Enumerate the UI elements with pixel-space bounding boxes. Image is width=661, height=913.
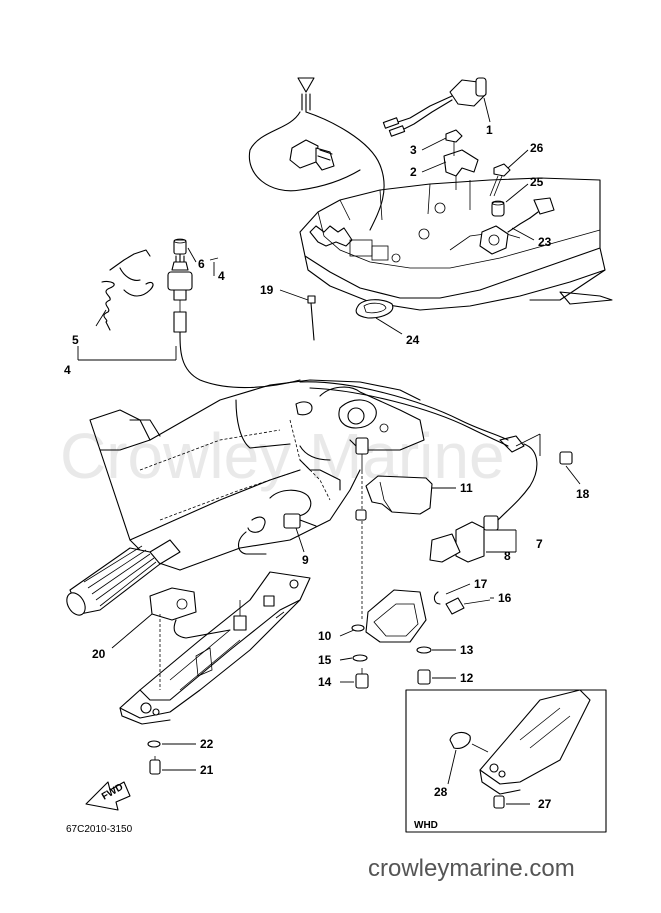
callout-12: 12 xyxy=(460,671,474,685)
callout-13: 13 xyxy=(460,643,474,657)
bolt-stud xyxy=(355,437,369,620)
part-17-clip xyxy=(433,591,441,605)
part-1-stop-switch xyxy=(382,77,487,137)
bottom-cowling xyxy=(299,177,613,311)
footer-domain: crowleymarine.com xyxy=(368,855,575,882)
callout-5: 5 xyxy=(72,333,79,347)
callout-4-lower: 4 xyxy=(64,363,71,377)
callout-23: 23 xyxy=(538,235,552,249)
callout-labels: 1 2 3 4 4 5 6 7 8 9 10 11 12 13 14 15 16… xyxy=(64,123,590,811)
callout-1: 1 xyxy=(486,123,493,137)
callout-26: 26 xyxy=(530,141,544,155)
part-7-main-switch xyxy=(429,443,538,563)
part-14-bolt xyxy=(355,668,369,689)
callout-9: 9 xyxy=(302,553,309,567)
watermark: Crowley Marine xyxy=(60,420,505,492)
part-13-washer xyxy=(416,646,432,654)
part-24-grommet xyxy=(355,299,394,319)
callout-8: 8 xyxy=(504,549,511,563)
callout-21: 21 xyxy=(200,763,214,777)
harness-connector-top xyxy=(248,77,385,231)
callout-16: 16 xyxy=(498,591,512,605)
diagram-code: 67C2010-3150 xyxy=(66,824,133,835)
callout-4-upper: 4 xyxy=(218,269,225,283)
part-23-sensor xyxy=(479,197,555,255)
inset-label: WHD xyxy=(414,820,438,831)
part-10-bracket xyxy=(351,589,427,643)
callout-24: 24 xyxy=(406,333,420,347)
whd-inset xyxy=(405,689,607,833)
part-3-screw xyxy=(445,129,463,156)
part-9-clamp xyxy=(237,489,317,555)
callout-17: 17 xyxy=(474,577,488,591)
callout-20: 20 xyxy=(92,647,106,661)
callout-18: 18 xyxy=(576,487,590,501)
part-12-bolt xyxy=(417,669,431,685)
part-21-bolt xyxy=(149,756,161,775)
throttle-grip xyxy=(66,539,181,616)
part-20-switch xyxy=(149,587,231,690)
callout-28: 28 xyxy=(434,785,448,799)
tiller-handle xyxy=(89,379,425,571)
part-18-bolt xyxy=(559,451,573,465)
callout-11: 11 xyxy=(460,481,473,495)
part-26-bolt xyxy=(489,163,511,197)
part-2-clamp xyxy=(443,149,479,190)
callout-7: 7 xyxy=(536,537,543,551)
callout-25: 25 xyxy=(530,175,544,189)
callout-6: 6 xyxy=(198,257,205,271)
part-15-washer xyxy=(352,654,368,662)
callout-27: 27 xyxy=(538,797,552,811)
part-19-cable-tie xyxy=(307,295,316,341)
callout-3: 3 xyxy=(410,143,417,157)
callout-14: 14 xyxy=(318,675,332,689)
callout-19: 19 xyxy=(260,283,274,297)
part-25-collar xyxy=(491,200,505,217)
base-plate xyxy=(119,571,311,725)
part-11-cover xyxy=(365,475,433,515)
part-16-screw xyxy=(445,597,491,615)
harness-grommet-right xyxy=(299,381,525,453)
part-22-washer xyxy=(147,740,161,748)
callout-15: 15 xyxy=(318,653,332,667)
part-6-cap xyxy=(173,238,187,255)
harness-terminal xyxy=(167,253,301,389)
fwd-arrow-icon: FWD xyxy=(85,781,131,811)
callout-2: 2 xyxy=(410,165,417,179)
callout-22: 22 xyxy=(200,737,214,751)
callout-10: 10 xyxy=(318,629,332,643)
part-5-coil-lead xyxy=(101,249,154,331)
